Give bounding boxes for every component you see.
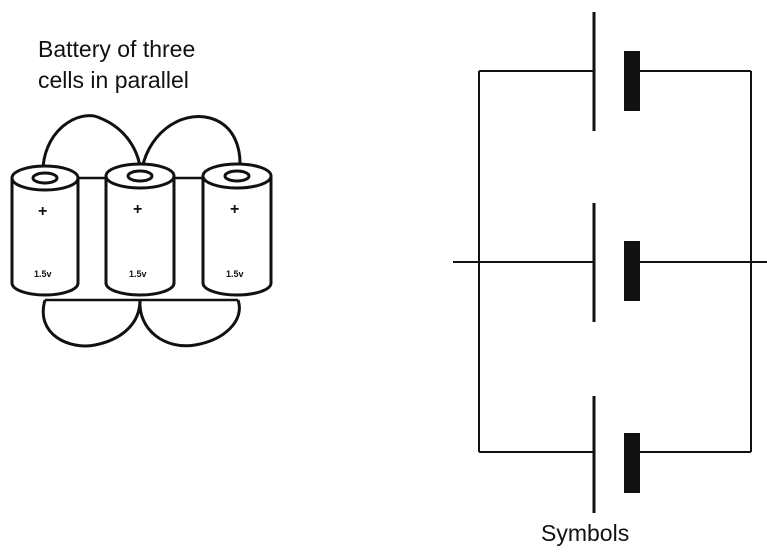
cell-1-plus: + bbox=[38, 203, 47, 220]
top-wire-loop-left bbox=[41, 114, 143, 179]
bottom-wire-loop-left bbox=[41, 299, 142, 348]
cell-2: + 1.5v bbox=[104, 162, 176, 297]
cell-1-terminal bbox=[31, 171, 59, 185]
cell-2-label: 1.5v bbox=[129, 269, 147, 279]
cell-1: + 1.5v bbox=[10, 164, 80, 297]
cell-1-body bbox=[10, 178, 80, 297]
cell-3-body bbox=[201, 176, 273, 297]
symbols-caption: Symbols bbox=[541, 520, 630, 546]
cell-3-label: 1.5v bbox=[226, 269, 244, 279]
schematic-diagram bbox=[453, 12, 767, 513]
top-cell-short-plate bbox=[624, 51, 640, 111]
cell-2-plus: + bbox=[133, 201, 142, 218]
cell-1-label: 1.5v bbox=[34, 269, 52, 279]
cell-3-terminal bbox=[223, 169, 251, 183]
bottom-cell-short-plate bbox=[624, 433, 640, 493]
cell-3-plus: + bbox=[230, 201, 239, 218]
battery-title-line-1: Battery of three bbox=[38, 36, 196, 62]
middle-cell-short-plate bbox=[624, 241, 640, 301]
cell-2-body bbox=[104, 176, 176, 297]
bottom-wire-loop-right bbox=[138, 299, 241, 348]
cell-2-terminal bbox=[126, 169, 154, 183]
cell-3: + 1.5v bbox=[201, 162, 273, 297]
top-wire-loop-right bbox=[139, 115, 242, 177]
battery-title-line-2: cells in parallel bbox=[38, 67, 189, 93]
